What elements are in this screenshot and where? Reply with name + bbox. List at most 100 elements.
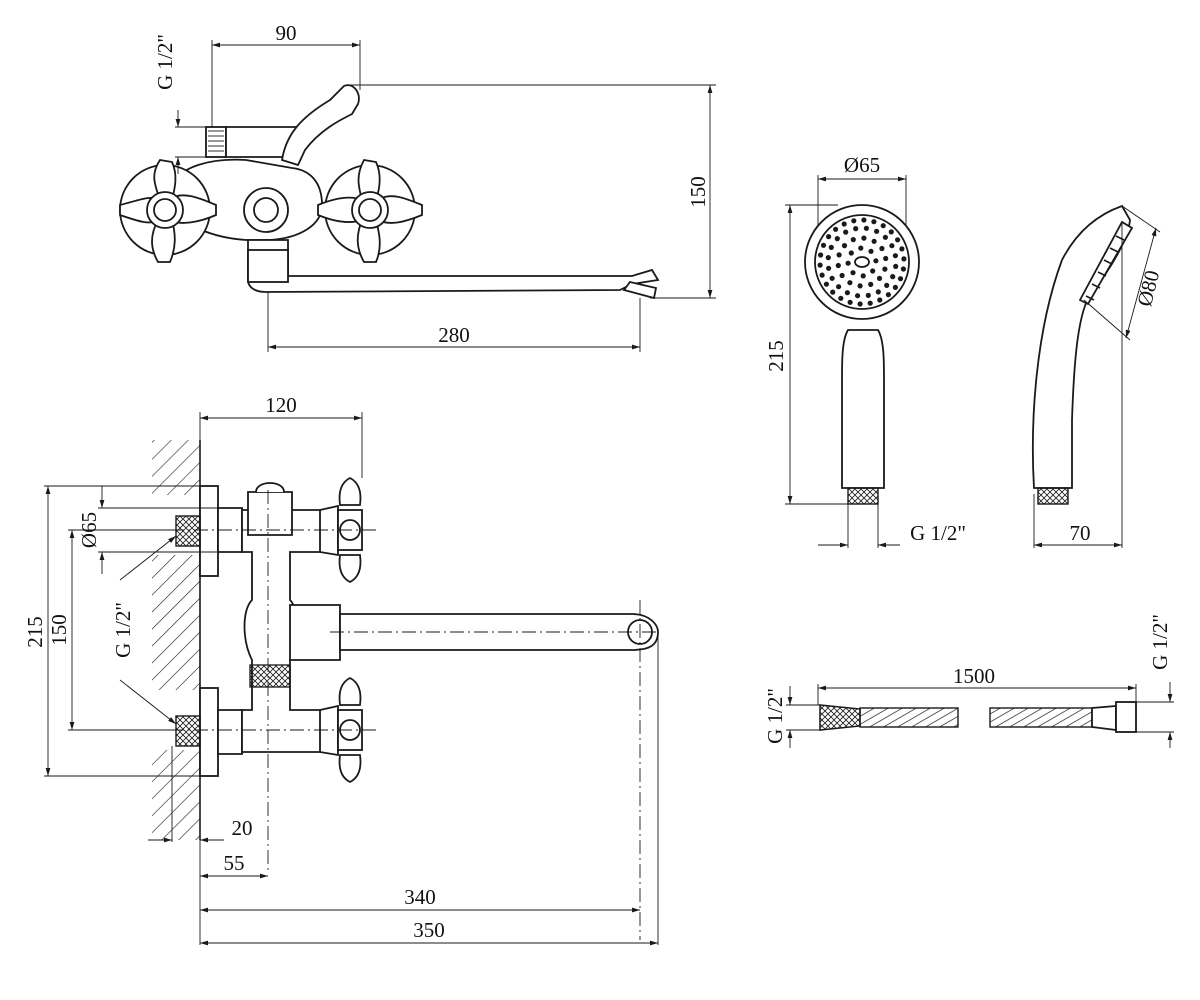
side-head-nozzles — [1085, 235, 1125, 301]
nozzle-dot — [876, 275, 883, 281]
hose-right-nut — [1115, 701, 1137, 733]
shower-head-nozzles — [817, 217, 907, 307]
nozzle-dot — [899, 246, 905, 252]
front-spout-base — [289, 604, 341, 661]
top-inlet-thread-lines — [208, 130, 224, 152]
nozzle-dot — [883, 255, 889, 262]
front-lower-flange — [199, 687, 219, 777]
top-view: 90 G 1/2" 150 280 — [119, 21, 716, 352]
nozzle-dot — [847, 280, 853, 286]
nozzle-dot — [826, 265, 832, 271]
nozzle-dot — [879, 245, 885, 252]
nozzle-dot — [848, 250, 854, 256]
hose-segment-right — [989, 707, 1093, 728]
top-inlet-thread — [205, 126, 227, 158]
nozzle-dot — [825, 255, 831, 261]
nozzle-dot — [873, 258, 879, 264]
nozzle-dot — [885, 292, 892, 298]
top-thread-label: G 1/2" — [153, 34, 177, 90]
top-left-valve — [119, 159, 217, 263]
front-lower-connector — [217, 709, 243, 755]
nozzle-dot — [870, 268, 876, 274]
nozzle-dot — [841, 243, 848, 249]
nozzle-dot — [889, 243, 895, 249]
nozzle-dot — [858, 245, 864, 251]
side-dim-70-label: 70 — [1070, 521, 1091, 545]
front-view: 120 215 150 Ø65 G 1/2" 20 55 340 350 — [23, 393, 660, 946]
top-spout-collar — [247, 249, 289, 283]
nozzle-dot — [897, 276, 904, 282]
front-dim-120-label: 120 — [265, 393, 297, 417]
nozzle-dot — [880, 223, 886, 229]
nozzle-dot — [845, 260, 851, 266]
nozzle-dot — [868, 281, 874, 287]
front-dim-55-label: 55 — [224, 851, 245, 875]
nozzle-dot — [877, 297, 883, 303]
nozzle-dot — [867, 300, 873, 306]
nozzle-dot — [839, 272, 845, 279]
front-dim-20-label: 20 — [232, 816, 253, 840]
nozzle-dot — [888, 229, 894, 235]
nozzle-dot — [829, 275, 835, 281]
nozzle-dot — [819, 272, 825, 278]
nozzle-dot — [863, 225, 870, 231]
nozzle-dot — [844, 290, 851, 296]
shower-head-handle — [841, 329, 885, 489]
head-dim-65-label: Ø65 — [844, 153, 880, 177]
front-dim-350-label: 350 — [413, 918, 445, 942]
shower-hose: 1500 G 1/2" G 1/2" — [763, 614, 1174, 748]
head-thread-label: G 1/2" — [910, 521, 966, 545]
nozzle-dot — [871, 238, 877, 244]
front-thread-label: G 1/2" — [111, 602, 135, 658]
nozzle-dot — [895, 237, 901, 243]
front-dim-215-label: 215 — [23, 616, 47, 648]
nozzle-dot — [851, 218, 857, 224]
shower-head-thread — [847, 487, 879, 505]
nozzle-dot — [853, 226, 859, 232]
nozzle-dot — [901, 256, 907, 262]
nozzle-dot — [871, 219, 877, 225]
nozzle-dot — [850, 270, 856, 276]
front-dim-150-label: 150 — [47, 614, 71, 646]
nozzle-dot — [875, 289, 881, 295]
front-diverter — [249, 664, 291, 688]
nozzle-dot — [865, 292, 871, 298]
front-thread-leader-b — [119, 679, 177, 725]
side-dim-80-line — [1125, 227, 1157, 339]
nozzle-dot — [836, 284, 842, 290]
top-dim-280-label: 280 — [438, 323, 470, 347]
nozzle-dot — [855, 293, 861, 299]
nozzle-dot — [861, 235, 867, 241]
nozzle-dot — [834, 236, 840, 242]
nozzle-dot — [860, 273, 866, 279]
top-dim-150-label: 150 — [686, 176, 710, 208]
side-head-body — [1031, 204, 1131, 489]
front-dim-65-label: Ø65 — [77, 512, 101, 548]
nozzle-dot — [900, 266, 907, 272]
hose-right-cone — [1091, 705, 1117, 732]
nozzle-dot — [843, 229, 849, 235]
top-spout — [247, 239, 660, 293]
side-dim-80-label: Ø80 — [1132, 268, 1164, 309]
front-thread-leader-a — [119, 535, 177, 581]
front-dim-340-label: 340 — [404, 885, 436, 909]
hose-thread-left-label: G 1/2" — [763, 688, 787, 744]
head-dim-215-label: 215 — [764, 340, 788, 372]
top-right-valve — [317, 159, 423, 263]
nozzle-dot — [817, 262, 823, 268]
hose-segment-left — [859, 707, 959, 728]
nozzle-dot — [847, 299, 853, 305]
nozzle-dot — [884, 282, 890, 288]
shower-head-side: Ø80 70 — [1031, 204, 1164, 548]
nozzle-dot — [868, 248, 874, 254]
nozzle-dot — [820, 242, 827, 248]
nozzle-dot — [823, 281, 830, 287]
nozzle-dot — [838, 295, 844, 301]
top-spout-aerator — [622, 280, 658, 300]
front-upper-flange — [199, 485, 219, 577]
nozzle-dot — [833, 226, 839, 232]
hose-left-nut — [819, 704, 861, 731]
nozzle-dot — [857, 301, 863, 307]
nozzle-dot — [882, 234, 889, 240]
